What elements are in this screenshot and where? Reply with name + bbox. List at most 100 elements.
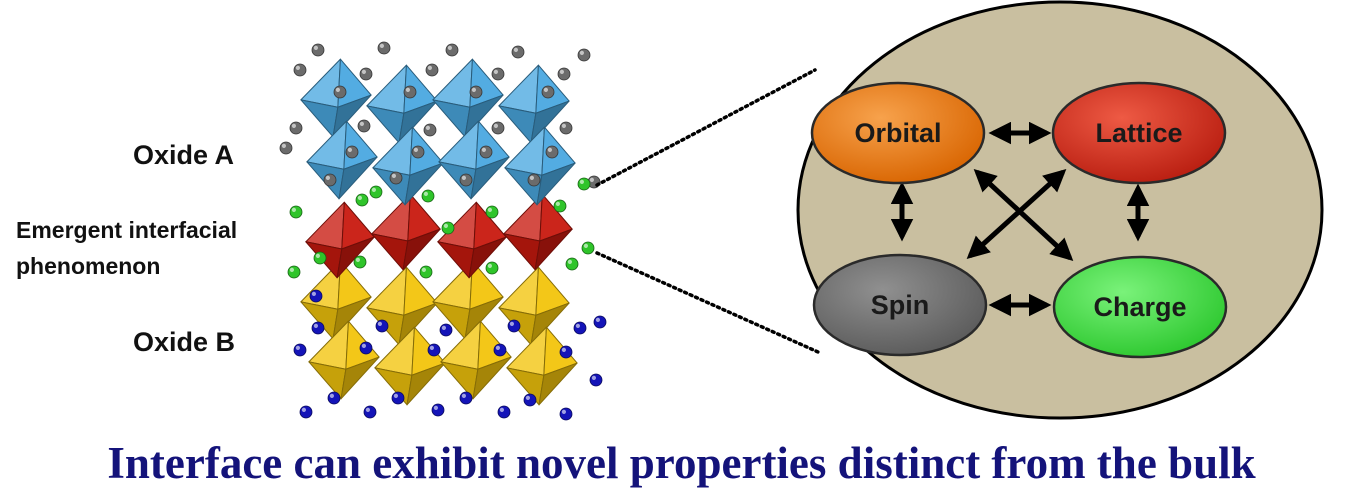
caption: Interface can exhibit novel properties d… [107,438,1256,488]
atom [459,391,473,405]
atom-highlight [315,253,320,258]
atom-highlight [295,65,300,70]
emergent-label-line1: Emergent interfacial [16,217,238,243]
atom-highlight [509,321,514,326]
atom-highlight [325,175,330,180]
emergent-phenomenon-label: Emergent interfacial phenomenon [16,212,237,284]
atom-highlight [493,123,498,128]
atom [589,373,603,387]
octahedron [366,266,438,346]
atom [403,85,417,99]
octahedron [300,58,372,138]
inset-ellipse [796,0,1324,420]
atom-highlight [413,147,418,152]
atom [421,189,435,203]
atom-highlight [487,207,492,212]
atom [553,199,567,213]
atom [459,173,473,187]
atom [377,41,391,55]
atom [491,67,505,81]
atom [375,319,389,333]
node-orbital: Orbital [810,81,986,185]
oxide-b-layer [300,260,578,406]
node-lattice: Lattice [1051,81,1227,185]
atom-highlight [441,325,446,330]
oxide-a-layer [300,58,576,206]
octahedron [306,120,378,200]
atom-highlight [525,395,531,400]
atom-highlight [361,69,366,74]
atom [299,405,313,419]
atom [479,145,493,159]
atom [391,391,405,405]
oxide-a-label: Oxide A [133,140,235,170]
atom [423,123,437,137]
atom [493,343,507,357]
atom-highlight [359,121,364,126]
atom-highlight [499,407,504,412]
octahedron [432,260,504,340]
atom [289,205,303,219]
atom [541,85,555,99]
zoom-line-top [595,68,817,187]
atom-highlight [513,47,519,53]
atom-highlight [301,407,306,412]
atom-highlight [347,147,352,152]
interface-layer [305,193,573,279]
atom [497,405,511,419]
atom [279,141,293,155]
atom [573,321,587,335]
atom-highlight [583,243,589,248]
atom-highlight [579,50,585,56]
atom-highlight [281,143,286,148]
atom [293,63,307,77]
node-charge-label: Charge [1093,292,1186,322]
atom [311,43,325,57]
atom-highlight [561,347,567,352]
atom [309,289,323,303]
atom-highlight [289,267,294,272]
atom-highlight [547,147,553,152]
octahedron [503,193,573,271]
atom-highlight [559,69,565,74]
atom-highlight [529,175,535,180]
atom [577,48,591,62]
atom [369,185,383,199]
atom [323,173,337,187]
atom-highlight [371,187,376,192]
atom [511,45,525,59]
atom [485,261,499,275]
atom [327,391,341,405]
atom [359,67,373,81]
crystal-structure [279,41,607,421]
atom [485,205,499,219]
atom [523,393,537,407]
atom [593,315,607,329]
atom [333,85,347,99]
atom [311,321,325,335]
atom-highlight [575,323,581,328]
atom-highlight [295,345,300,350]
coupling-arrows [890,121,1150,317]
atom-highlight [487,263,492,268]
atom [293,343,307,357]
atom-highlight [329,393,334,398]
atom-highlight [495,345,500,350]
atom-highlight [423,191,428,196]
atom-highlight [379,43,384,49]
octahedron [506,326,578,406]
atom [427,343,441,357]
atom-highlight [591,375,597,380]
atom-highlight [429,345,434,350]
octahedron [504,126,576,206]
atom-highlight [579,179,585,184]
octahedron [374,326,446,406]
atom-highlight [481,147,486,152]
atom [363,405,377,419]
atom-highlight [461,393,466,398]
atom-highlight [313,323,318,328]
octahedron [498,266,570,346]
atom [431,403,445,417]
atom-spheres [279,41,607,421]
atom [469,85,483,99]
